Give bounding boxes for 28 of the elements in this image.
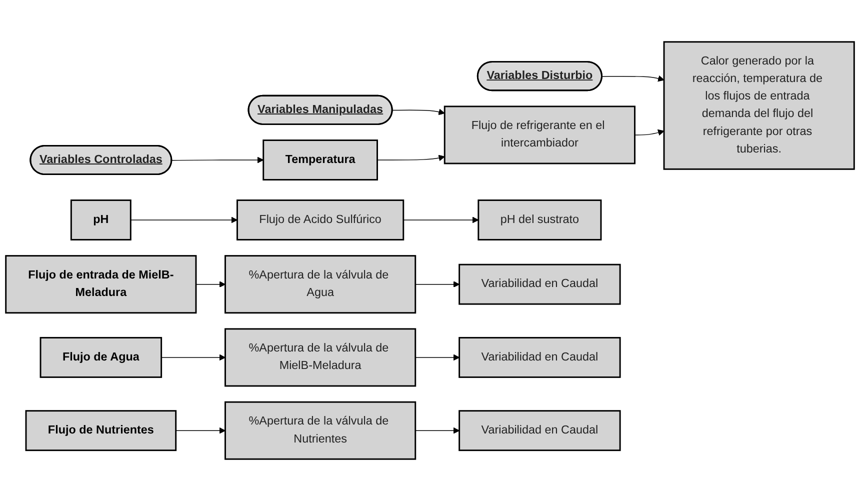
arrow	[415, 427, 460, 434]
arrow	[415, 354, 460, 361]
arrow	[171, 156, 264, 164]
arrow	[175, 427, 226, 434]
arrow	[602, 75, 664, 82]
node-box: pH	[70, 200, 132, 240]
arrow	[130, 216, 238, 224]
arrow	[634, 129, 664, 136]
arrow	[392, 108, 445, 116]
node-box: Flujo de entrada de MielB-Meladura	[5, 255, 197, 314]
node-box: Flujo de Agua	[40, 336, 162, 378]
node-box: pH del sustrato	[478, 200, 602, 240]
arrow	[415, 281, 460, 288]
node-box: Flujo de Acido Sulfúrico	[236, 200, 404, 240]
node-box: Variabilidad en Caudal	[458, 336, 621, 378]
node-box: Flujo de refrigerante en el intercambiador	[444, 106, 636, 164]
node-box: %Apertura de la válvula de MielB-Meladura	[224, 328, 416, 387]
node-box: Temperatura	[262, 140, 378, 180]
node-box: Variabilidad en Caudal	[458, 410, 621, 452]
arrow	[196, 281, 226, 288]
arrow	[160, 354, 226, 361]
node-box: Calor generado por la reacción, temperatura de los flujos de entrada demanda del flujo del refrigerante por otras tuberias.	[663, 41, 855, 170]
node-box: Variabilidad en Caudal	[458, 264, 621, 305]
node-box: %Apertura de la válvula de Agua	[224, 255, 416, 314]
arrow	[403, 216, 479, 224]
node-box: Flujo de Nutrientes	[25, 410, 177, 452]
node-box: %Apertura de la válvula de Nutrientes	[224, 401, 416, 460]
arrow	[376, 154, 445, 162]
